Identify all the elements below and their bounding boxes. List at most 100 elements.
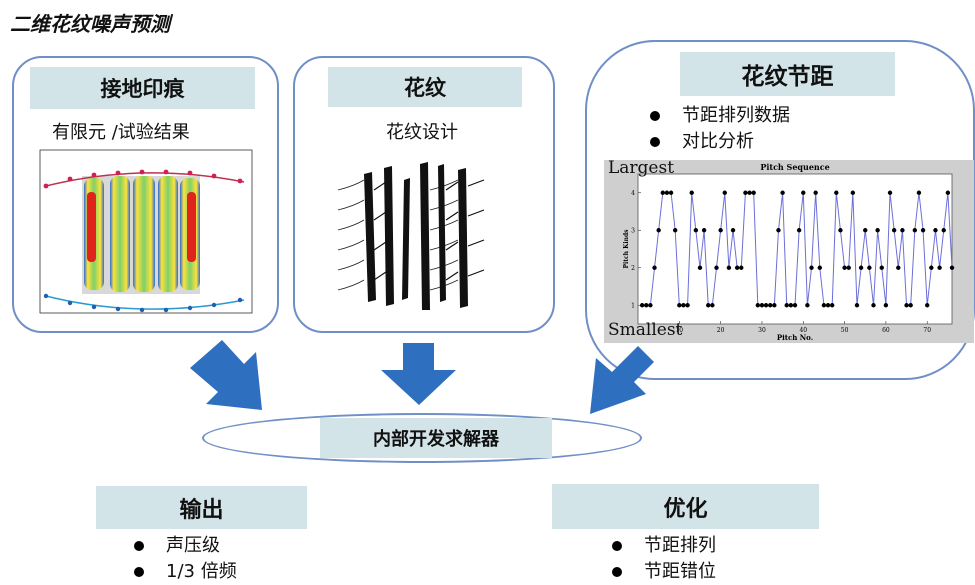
y-tick-label: 4	[631, 190, 635, 197]
data-point	[772, 303, 777, 308]
data-point	[929, 265, 934, 270]
data-point	[710, 303, 715, 308]
data-point	[805, 303, 810, 308]
largest-label: Largest	[608, 158, 675, 178]
data-point	[768, 303, 773, 308]
data-point	[677, 303, 682, 308]
data-point	[648, 303, 653, 308]
data-point	[780, 190, 785, 195]
data-point	[850, 190, 856, 195]
data-point	[858, 265, 864, 270]
data-point	[871, 303, 876, 308]
chart-title: Pitch Sequence	[760, 162, 829, 172]
data-point	[751, 190, 756, 195]
x-tick-label: 10	[675, 327, 683, 334]
x-tick-label: 30	[758, 327, 766, 334]
data-point	[730, 228, 736, 233]
list-item: 1/3 倍频	[134, 559, 237, 585]
data-point	[759, 303, 765, 308]
x-tick-label: 60	[882, 327, 890, 334]
data-point	[813, 190, 818, 195]
data-point	[739, 265, 744, 270]
data-point	[788, 303, 794, 308]
list-item: 节距排列数据	[650, 103, 790, 129]
data-point	[821, 303, 827, 308]
arrow-down-right-icon	[190, 340, 262, 410]
data-point	[734, 265, 740, 270]
bullet-icon	[134, 567, 144, 577]
data-point	[945, 190, 951, 195]
data-point	[726, 265, 732, 270]
data-point	[883, 303, 889, 308]
data-point	[763, 303, 769, 308]
data-point	[697, 265, 703, 270]
y-tick-label: 2	[631, 265, 635, 272]
data-point	[937, 265, 942, 270]
data-point	[693, 228, 699, 233]
data-point	[891, 228, 897, 233]
data-point	[887, 190, 893, 195]
data-point	[681, 303, 686, 308]
data-point	[796, 228, 802, 233]
data-point	[949, 265, 955, 270]
tread-pattern-image	[337, 162, 485, 310]
y-tick-label: 1	[631, 302, 635, 309]
data-point	[664, 190, 670, 195]
data-point	[714, 265, 719, 270]
data-point	[838, 228, 843, 233]
data-point	[801, 190, 806, 195]
data-point	[867, 265, 872, 270]
data-point	[776, 228, 781, 233]
data-point	[672, 228, 678, 233]
x-tick-label: 50	[841, 327, 849, 334]
data-point	[743, 190, 748, 195]
list-item: 声压级	[134, 533, 237, 559]
data-point	[689, 190, 694, 195]
solver-label: 内部开发求解器	[320, 418, 552, 458]
data-point	[644, 303, 649, 308]
data-point	[916, 190, 922, 195]
data-point	[652, 265, 657, 270]
x-tick-label: 20	[717, 327, 725, 334]
output-bullet-list: 声压级 1/3 倍频	[134, 533, 237, 585]
pattern-subtitle: 花纹设计	[386, 122, 458, 143]
pitch-label: 花纹节距	[680, 52, 895, 96]
bullet-icon	[650, 111, 660, 121]
solver-ellipse	[202, 413, 642, 463]
data-point	[792, 303, 798, 308]
x-tick-label: 40	[799, 327, 807, 334]
footprint-subtitle: 有限元 /试验结果	[52, 122, 190, 143]
data-point	[706, 303, 711, 308]
data-point	[834, 190, 839, 195]
data-point	[900, 228, 905, 233]
data-point	[879, 265, 884, 270]
pitch-bullet-list: 节距排列数据 对比分析	[650, 103, 790, 155]
data-point	[755, 303, 761, 308]
smallest-label: Smallest	[608, 320, 683, 340]
data-point	[904, 303, 909, 308]
data-point	[941, 228, 946, 233]
footprint-label: 接地印痕	[30, 67, 255, 109]
x-axis-label: Pitch No.	[777, 333, 813, 342]
data-point	[920, 228, 926, 233]
data-point	[863, 228, 868, 233]
optimize-label: 优化	[552, 484, 819, 529]
bullet-icon	[650, 137, 660, 147]
data-point	[912, 228, 918, 233]
list-item: 节距错位	[612, 559, 716, 585]
data-point	[747, 190, 752, 195]
data-point	[784, 303, 789, 308]
data-point	[925, 303, 930, 308]
data-point	[639, 303, 645, 308]
data-point	[685, 303, 690, 308]
pattern-label: 花纹	[328, 67, 522, 107]
page-title: 二维花纹噪声预测	[10, 12, 170, 36]
data-point	[668, 190, 674, 195]
data-point	[701, 228, 707, 233]
data-point	[809, 265, 814, 270]
bullet-icon	[612, 541, 622, 551]
data-point	[875, 228, 880, 233]
footprint-contour-plot	[39, 149, 253, 314]
y-tick-label: 3	[631, 227, 635, 234]
data-point	[718, 228, 723, 233]
